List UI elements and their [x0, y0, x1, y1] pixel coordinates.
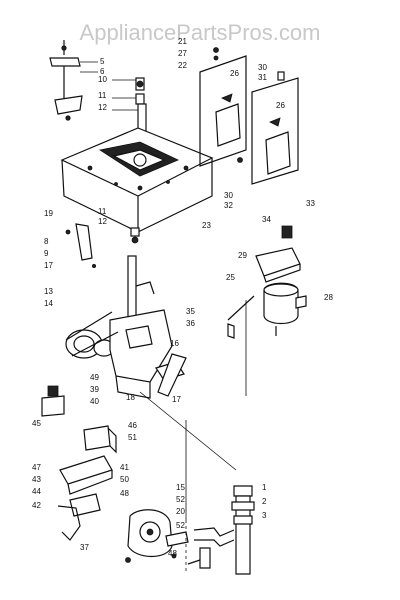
callout-c36: 36: [186, 319, 195, 328]
callout-c50: 50: [120, 475, 129, 484]
callout-c29: 29: [238, 251, 247, 260]
callout-c28: 28: [324, 293, 333, 302]
callout-c46: 46: [128, 421, 137, 430]
callout-c40: 40: [90, 397, 99, 406]
callout-c25: 25: [226, 273, 235, 282]
drain-hose: [187, 485, 255, 575]
callout-c6: 6: [100, 67, 105, 76]
callout-c19: 19: [44, 209, 53, 218]
callout-c14: 14: [44, 299, 53, 308]
callout-c2: 2: [262, 497, 267, 506]
callout-c52b: 52: [176, 521, 185, 530]
bracket-panels: [199, 47, 299, 185]
callout-c22: 22: [178, 61, 187, 70]
callout-c44: 44: [32, 487, 41, 496]
gasket-bracket: [49, 40, 83, 121]
callout-c48a: 48: [120, 489, 129, 498]
watermark-text: AppliancePartsPros.com: [80, 20, 321, 45]
clip-bracket: [65, 223, 97, 268]
callout-c42: 42: [32, 501, 41, 510]
callout-c47: 47: [32, 463, 41, 472]
callout-c30b: 30: [224, 191, 233, 200]
control-rod: [227, 295, 255, 396]
callout-c9: 9: [44, 249, 49, 258]
callout-c10a: 10: [98, 75, 107, 84]
callout-c41: 41: [120, 463, 129, 472]
clutch-arm: [157, 353, 187, 397]
callout-c8: 8: [44, 237, 49, 246]
callout-c5: 5: [100, 57, 105, 66]
callout-c34: 34: [262, 215, 271, 224]
callout-c16: 16: [170, 339, 179, 348]
small-parts-right: [255, 225, 301, 283]
callout-c11a: 11: [98, 91, 107, 100]
callout-c26a: 26: [230, 69, 239, 78]
callout-c30a: 30: [258, 63, 267, 72]
callout-c51: 51: [128, 433, 137, 442]
callout-c1: 1: [262, 483, 267, 492]
callout-c26b: 26: [276, 101, 285, 110]
callout-c23: 23: [202, 221, 211, 230]
callout-c17b: 17: [172, 395, 181, 404]
callout-c27: 27: [178, 49, 187, 58]
callout-c37: 37: [80, 543, 89, 552]
belt-route: [139, 391, 237, 520]
motor: [263, 282, 307, 336]
callout-c20: 20: [176, 507, 185, 516]
leader-lines-top-left: [80, 61, 138, 111]
callout-c32: 32: [224, 201, 233, 210]
callout-c11b: 11: [98, 207, 107, 216]
gearcase-assembly: [65, 255, 185, 399]
callout-c12a: 12: [98, 103, 107, 112]
callout-c3: 3: [262, 511, 267, 520]
callout-c49: 49: [90, 373, 99, 382]
callout-c18: 18: [126, 393, 135, 402]
callout-c52a: 52: [176, 495, 185, 504]
pump-switch-assembly: [41, 385, 117, 541]
callout-c33: 33: [306, 199, 315, 208]
callout-c13: 13: [44, 287, 53, 296]
callout-c43: 43: [32, 475, 41, 484]
callout-c45: 45: [32, 419, 41, 428]
callout-c31: 31: [258, 73, 267, 82]
callout-c39: 39: [90, 385, 99, 394]
callout-c15: 15: [176, 483, 185, 492]
main-shaft-assembly: [60, 77, 214, 244]
callout-c21: 21: [178, 37, 187, 46]
pump: [125, 509, 189, 563]
callout-c35: 35: [186, 307, 195, 316]
callout-c12b: 12: [98, 217, 107, 226]
callout-c48b: 48: [168, 549, 177, 558]
callout-c17a: 17: [44, 261, 53, 270]
